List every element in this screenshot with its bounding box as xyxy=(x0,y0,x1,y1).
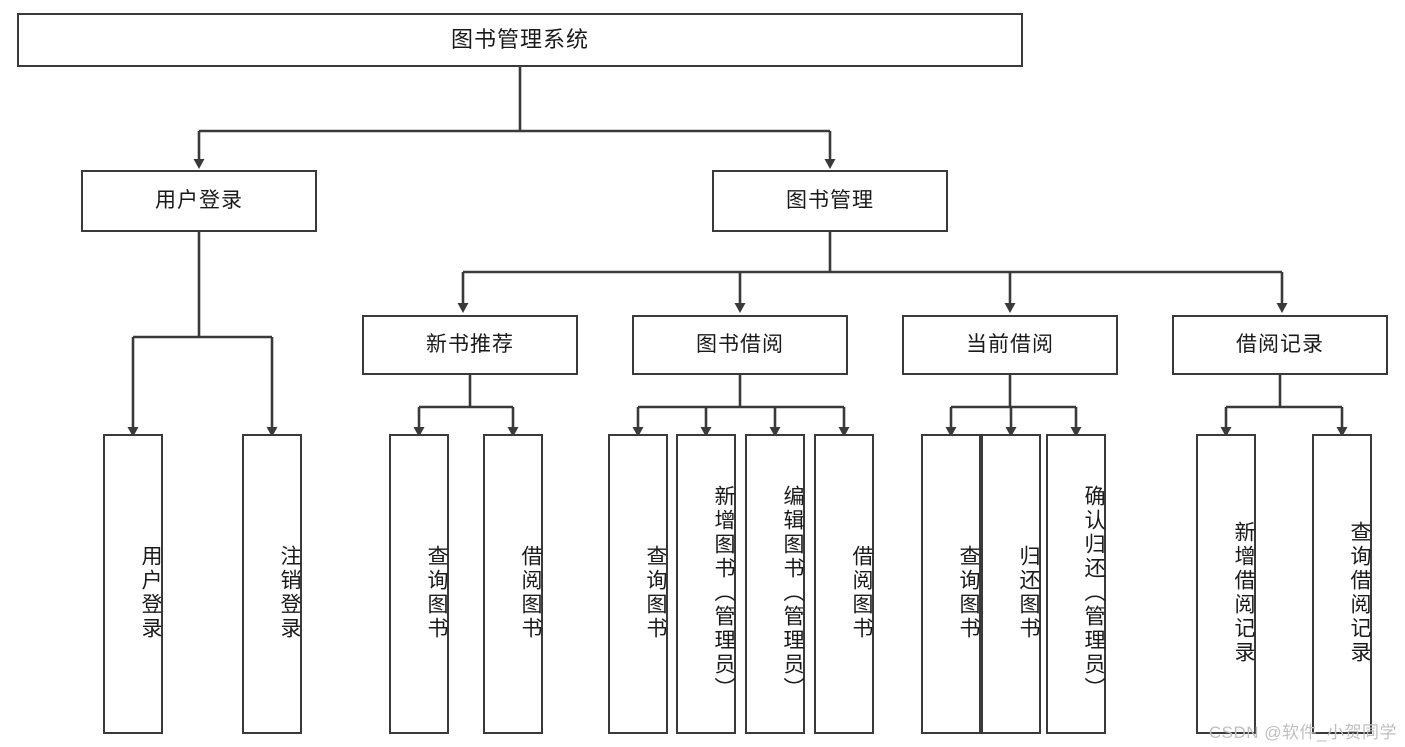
node-label: 编辑图书（管理员） xyxy=(781,485,804,701)
node-label: 查询图书 xyxy=(425,545,448,641)
leaf-query-book-recommend[interactable]: 查询图书 xyxy=(389,434,449,734)
node-label: 借阅记录 xyxy=(1236,333,1324,357)
node-label: 查询借阅记录 xyxy=(1348,521,1371,665)
node-label: 用户登录 xyxy=(139,545,162,641)
leaf-confirm-return[interactable]: 确认归还（管理员） xyxy=(1046,434,1106,734)
node-root-book-management-system[interactable]: 图书管理系统 xyxy=(17,13,1023,67)
node-label: 借阅图书 xyxy=(850,545,873,641)
node-label: 图书管理 xyxy=(786,189,874,213)
node-label: 确认归还（管理员） xyxy=(1082,485,1105,701)
node-label: 归还图书 xyxy=(1017,545,1040,641)
leaf-user-logout[interactable]: 注销登录 xyxy=(242,434,302,734)
leaf-query-book-borrow[interactable]: 查询图书 xyxy=(608,434,668,734)
leaf-user-login[interactable]: 用户登录 xyxy=(103,434,163,734)
leaf-query-book-current[interactable]: 查询图书 xyxy=(921,434,981,734)
node-label: 当前借阅 xyxy=(966,333,1054,357)
node-label: 注销登录 xyxy=(278,545,301,641)
node-book-manage[interactable]: 图书管理 xyxy=(712,170,948,232)
node-current-borrow[interactable]: 当前借阅 xyxy=(902,315,1118,375)
watermark: CSDN @软件_小贺同学 xyxy=(1208,723,1397,742)
node-label: 图书管理系统 xyxy=(450,26,589,52)
node-label: 用户登录 xyxy=(155,189,243,213)
leaf-add-borrow-record[interactable]: 新增借阅记录 xyxy=(1196,434,1256,734)
node-label: 查询图书 xyxy=(957,545,980,641)
node-label: 新书推荐 xyxy=(426,333,514,357)
leaf-borrow-book-recommend[interactable]: 借阅图书 xyxy=(483,434,543,734)
leaf-return-book[interactable]: 归还图书 xyxy=(981,434,1041,734)
leaf-borrow-book[interactable]: 借阅图书 xyxy=(814,434,874,734)
node-label: 新增借阅记录 xyxy=(1232,521,1255,665)
node-label: 查询图书 xyxy=(644,545,667,641)
node-book-borrow[interactable]: 图书借阅 xyxy=(632,315,848,375)
leaf-query-borrow-record[interactable]: 查询借阅记录 xyxy=(1312,434,1372,734)
node-user-login[interactable]: 用户登录 xyxy=(81,170,317,232)
node-new-book-recommend[interactable]: 新书推荐 xyxy=(362,315,578,375)
leaf-add-book[interactable]: 新增图书（管理员） xyxy=(676,434,736,734)
node-label: 借阅图书 xyxy=(519,545,542,641)
node-borrow-record[interactable]: 借阅记录 xyxy=(1172,315,1388,375)
node-label: 新增图书（管理员） xyxy=(712,485,735,701)
leaf-edit-book[interactable]: 编辑图书（管理员） xyxy=(745,434,805,734)
node-label: 图书借阅 xyxy=(696,333,784,357)
